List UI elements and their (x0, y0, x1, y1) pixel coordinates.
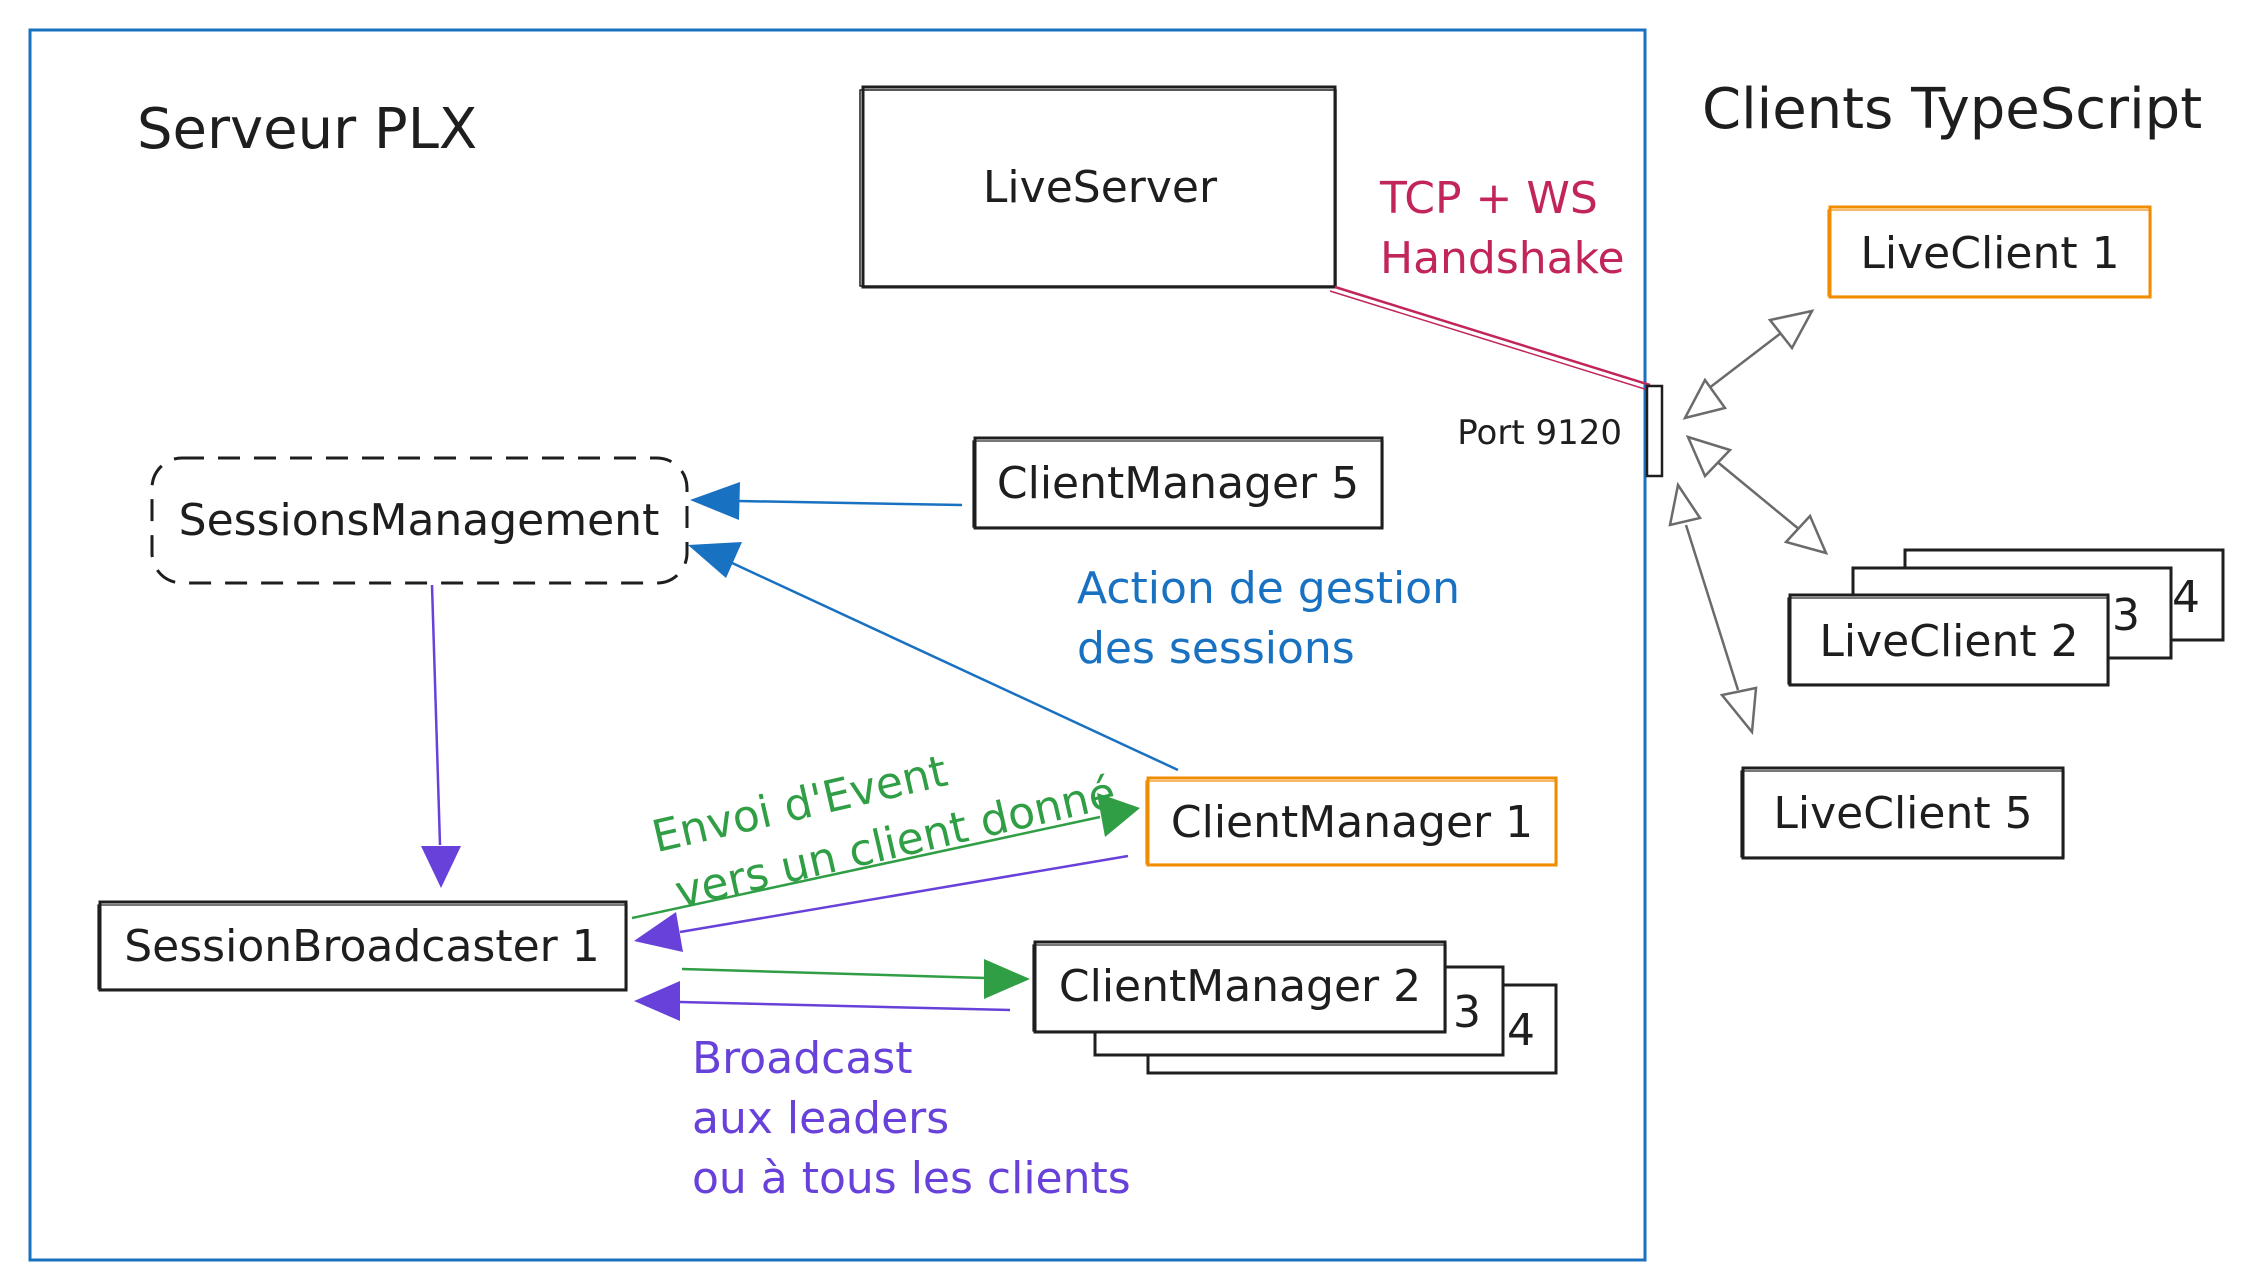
session-broadcaster-label: SessionBroadcaster 1 (124, 921, 599, 972)
arrow-sessions-to-broadcaster (421, 584, 461, 888)
arrow-broadcaster-to-cm2 (681, 959, 1030, 999)
link-port-client-2 (1685, 434, 1829, 555)
broadcast-note-line1: Broadcast (692, 1033, 912, 1084)
clients-title: Clients TypeScript (1702, 77, 2202, 142)
client-manager-2-box (1033, 940, 1447, 1034)
live-client-1-box: LiveClient 1 (1827, 205, 2152, 299)
client-manager-2-label: ClientManager 2 (1059, 961, 1421, 1012)
handshake-connection (1329, 285, 1651, 391)
live-client-1-label: LiveClient 1 (1860, 228, 2119, 279)
session-action-note-line1: Action de gestion (1077, 563, 1460, 614)
session-action-note-line2: des sessions (1077, 623, 1355, 674)
broadcast-note-line3: ou à tous les clients (692, 1153, 1131, 1204)
server-title: Serveur PLX (137, 97, 477, 162)
client-manager-1-box: ClientManager 1 (1145, 776, 1558, 867)
live-client-3-label: 3 (2112, 590, 2140, 641)
live-client-4-label: 4 (2172, 572, 2200, 623)
live-client-5-box: LiveClient 5 (1740, 766, 2065, 860)
port-label: Port 9120 (1457, 413, 1622, 453)
live-client-5-label: LiveClient 5 (1773, 788, 2032, 839)
event-note: Envoi d'Event vers un client donné (647, 746, 1120, 919)
arrow-broadcaster-to-cm1 (631, 793, 1140, 920)
arrow-cm5-to-sessions (690, 482, 963, 520)
live-client-2-label: LiveClient 2 (1819, 616, 2078, 667)
client-manager-stack: 4 3 ClientManager 2 (1032, 940, 1558, 1075)
client-manager-4-label: 4 (1507, 1005, 1535, 1056)
handshake-note-line1: TCP + WS (1379, 173, 1598, 224)
session-broadcaster-box: SessionBroadcaster 1 (97, 900, 628, 992)
live-client-2-box (1788, 593, 2110, 687)
arrow-cm1-to-broadcaster (634, 854, 1129, 952)
sessions-management-box: SessionsManagement (150, 456, 689, 585)
link-port-client-1 (1682, 309, 1815, 420)
link-port-client-5 (1668, 481, 1758, 736)
handshake-note-line2: Handshake (1380, 233, 1625, 284)
port-connector (1645, 384, 1664, 478)
client-manager-3-label: 3 (1453, 987, 1481, 1038)
live-client-stack: 4 3 LiveClient 2 (1787, 548, 2225, 687)
broadcast-note-line2: aux leaders (692, 1093, 949, 1144)
live-server-box: LiveServer (859, 85, 1337, 289)
live-server-label: LiveServer (983, 162, 1218, 213)
client-manager-1-label: ClientManager 1 (1171, 797, 1533, 848)
client-manager-5-label: ClientManager 5 (997, 458, 1359, 509)
server-frame (28, 28, 1647, 1262)
arrow-cm1-to-sessions (688, 542, 1179, 772)
arrow-cm2-to-broadcaster (634, 981, 1011, 1021)
sessions-management-label: SessionsManagement (179, 495, 660, 546)
client-manager-5-box: ClientManager 5 (972, 436, 1384, 530)
